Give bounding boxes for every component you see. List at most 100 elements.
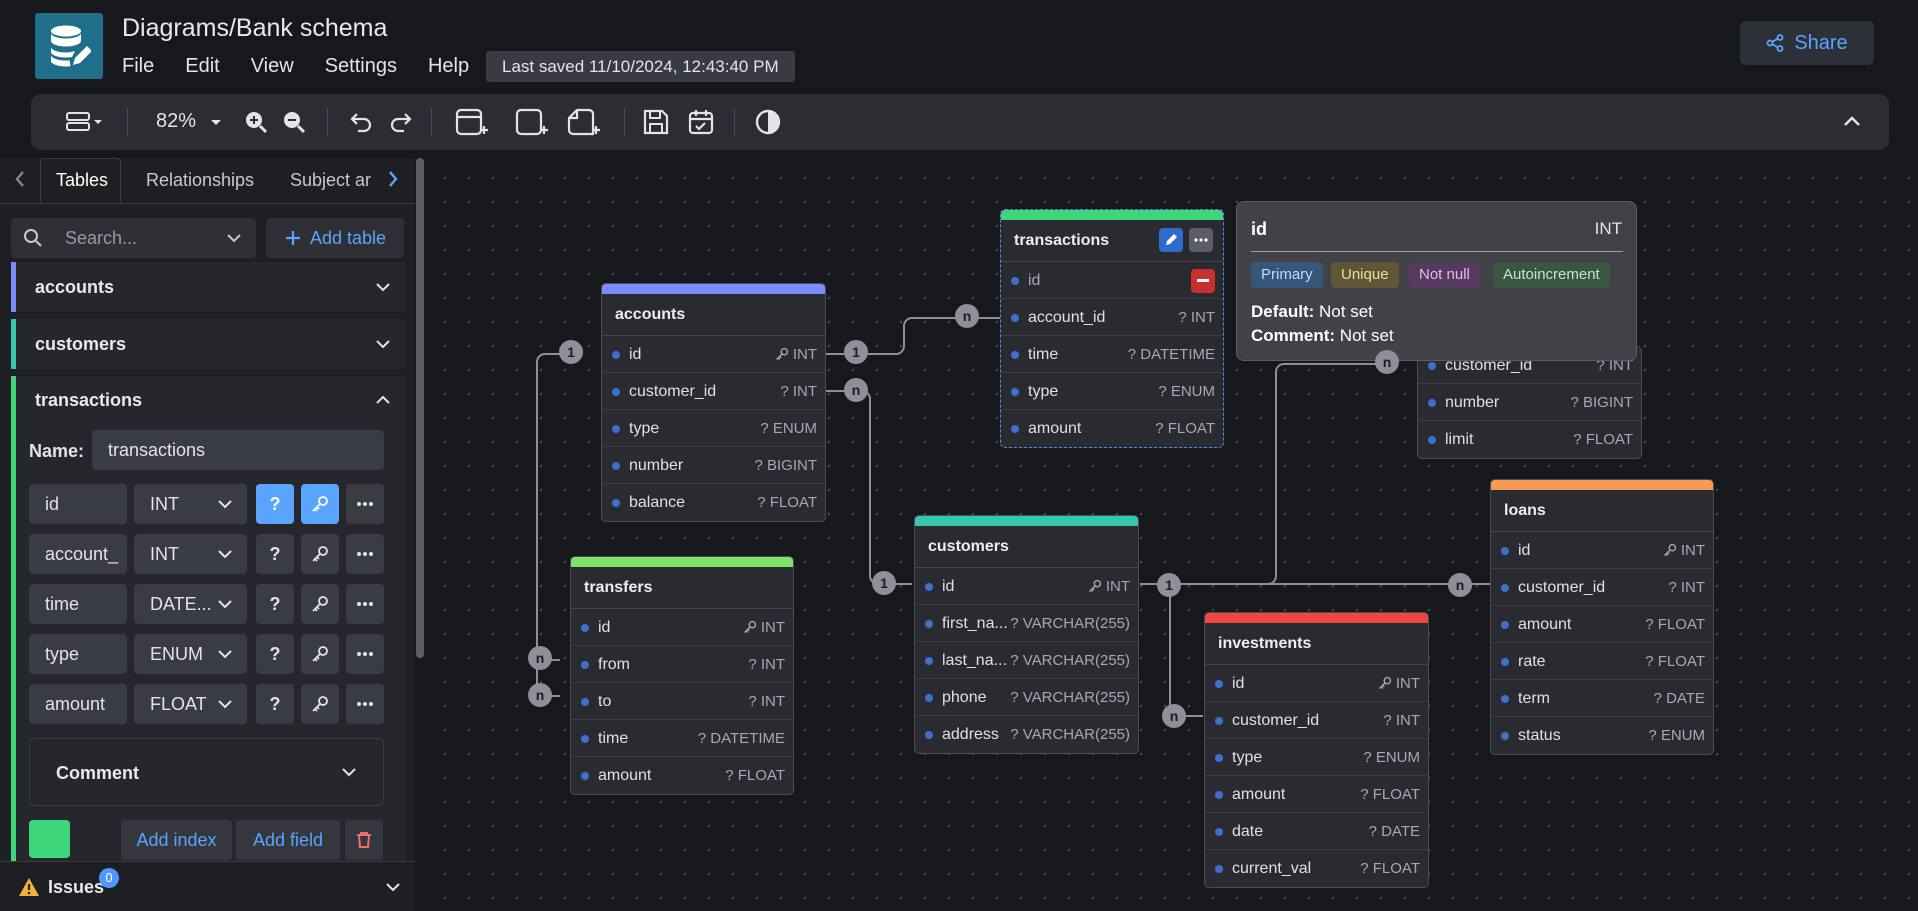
field-handle[interactable] — [1011, 277, 1019, 285]
delete-field-button[interactable] — [1191, 269, 1215, 293]
table-field-row[interactable]: status ? ENUM — [1491, 717, 1713, 754]
zoom-out-button[interactable] — [281, 108, 307, 136]
save-button[interactable] — [642, 108, 670, 136]
field-handle[interactable] — [1011, 314, 1019, 322]
table-field-row[interactable]: balance ? FLOAT — [602, 484, 825, 521]
field-handle[interactable] — [1011, 388, 1019, 396]
table-field-row[interactable]: type ? ENUM — [1001, 373, 1223, 410]
table-field-row[interactable]: customer_id ? INT — [1418, 347, 1641, 384]
delete-table-button[interactable] — [345, 820, 383, 860]
table-field-row[interactable]: to ? INT — [571, 683, 793, 720]
field-name-input[interactable]: time — [29, 584, 127, 624]
zoom-dropdown[interactable] — [209, 108, 223, 136]
field-handle[interactable] — [581, 624, 589, 632]
field-more-button[interactable] — [346, 534, 384, 574]
field-more-button[interactable] — [346, 584, 384, 624]
zoom-level[interactable]: 82% — [156, 110, 197, 132]
table-field-row[interactable]: id INT — [571, 609, 793, 646]
field-handle[interactable] — [1501, 621, 1509, 629]
field-handle[interactable] — [612, 499, 620, 507]
tab-subject-areas[interactable]: Subject ar — [290, 170, 372, 190]
table-field-row[interactable]: first_na... ? VARCHAR(255) — [915, 605, 1138, 642]
menu-edit[interactable]: Edit — [185, 55, 220, 77]
edit-table-button[interactable] — [1159, 228, 1183, 252]
table-field-row[interactable]: id INT — [1491, 532, 1713, 569]
field-handle[interactable] — [612, 388, 620, 396]
table-field-row[interactable]: amount ? FLOAT — [1491, 606, 1713, 643]
table-card-accounts[interactable]: accounts id INT customer_id ? INT type ?… — [601, 283, 826, 522]
field-handle[interactable] — [612, 425, 620, 433]
field-name-input[interactable]: account_ — [29, 534, 127, 574]
field-more-button[interactable] — [346, 684, 384, 724]
field-handle[interactable] — [925, 731, 933, 739]
add-table-button[interactable]: Add table — [266, 218, 404, 258]
field-handle[interactable] — [925, 583, 933, 591]
primary-key-toggle[interactable] — [301, 584, 339, 624]
field-type-select[interactable]: INT — [134, 484, 247, 524]
sidebar-scrollbar[interactable] — [416, 158, 424, 658]
table-card-transactions[interactable]: transactions id account_id ? INT — [1000, 209, 1224, 448]
tab-relationships[interactable]: Relationships — [146, 170, 255, 190]
add-table-tool[interactable] — [455, 108, 489, 138]
comment-section[interactable]: Comment — [29, 738, 384, 806]
table-field-row[interactable]: account_id ? INT — [1001, 299, 1223, 336]
tabs-scroll-left[interactable] — [12, 168, 28, 190]
field-handle[interactable] — [1501, 658, 1509, 666]
field-handle[interactable] — [581, 661, 589, 669]
tabs-scroll-right[interactable] — [385, 168, 401, 190]
app-logo[interactable] — [35, 13, 103, 79]
field-handle[interactable] — [1215, 865, 1223, 873]
nullable-toggle[interactable]: ? — [256, 584, 294, 624]
zoom-in-button[interactable] — [243, 108, 269, 136]
table-field-row[interactable]: type ? ENUM — [602, 410, 825, 447]
table-field-row[interactable]: from ? INT — [571, 646, 793, 683]
field-name-input[interactable]: amount — [29, 684, 127, 724]
table-field-row[interactable]: time ? DATETIME — [571, 720, 793, 757]
share-button[interactable]: Share — [1740, 21, 1874, 65]
table-card-transfers[interactable]: transfers id INT from ? INT to ? INT — [570, 556, 794, 795]
primary-key-toggle[interactable] — [301, 634, 339, 674]
field-handle[interactable] — [612, 351, 620, 359]
field-handle[interactable] — [581, 698, 589, 706]
table-field-row[interactable]: id INT — [1205, 665, 1428, 702]
menu-settings[interactable]: Settings — [324, 55, 397, 77]
field-type-select[interactable]: DATE... — [134, 584, 247, 624]
field-name-input[interactable]: type — [29, 634, 127, 674]
table-field-row[interactable]: number ? BIGINT — [1418, 384, 1641, 421]
tab-tables[interactable] — [40, 158, 121, 204]
primary-key-toggle[interactable] — [301, 684, 339, 724]
table-field-row[interactable]: address ? VARCHAR(255) — [915, 716, 1138, 753]
table-field-row[interactable]: limit ? FLOAT — [1418, 421, 1641, 458]
nullable-toggle[interactable]: ? — [256, 684, 294, 724]
table-field-row[interactable]: id — [1001, 262, 1223, 299]
field-handle[interactable] — [1011, 351, 1019, 359]
diagram-title[interactable]: Diagrams/Bank schema — [122, 14, 388, 42]
undo-button[interactable] — [349, 108, 375, 136]
field-handle[interactable] — [925, 694, 933, 702]
table-field-row[interactable]: customer_id ? INT — [602, 373, 825, 410]
redo-button[interactable] — [387, 108, 413, 136]
field-type-select[interactable]: INT — [134, 534, 247, 574]
issues-panel[interactable]: Issues 0 — [0, 861, 415, 911]
nullable-toggle[interactable]: ? — [256, 484, 294, 524]
sidebar-item-accounts[interactable]: accounts — [11, 262, 406, 312]
add-note-tool[interactable] — [567, 108, 601, 138]
table-field-row[interactable]: amount ? FLOAT — [1205, 776, 1428, 813]
field-handle[interactable] — [1428, 436, 1436, 444]
field-handle[interactable] — [1501, 695, 1509, 703]
tasks-button[interactable] — [687, 108, 715, 136]
field-handle[interactable] — [1501, 547, 1509, 555]
table-field-row[interactable]: date ? DATE — [1205, 813, 1428, 850]
table-field-row[interactable]: customer_id ? INT — [1491, 569, 1713, 606]
tab-tables-label[interactable]: Tables — [56, 170, 109, 190]
nullable-toggle[interactable]: ? — [256, 634, 294, 674]
table-field-row[interactable]: current_val ? FLOAT — [1205, 850, 1428, 887]
table-card-loans[interactable]: loans id INT customer_id ? INT amount ? … — [1490, 479, 1714, 755]
field-handle[interactable] — [1215, 754, 1223, 762]
table-field-row[interactable]: id INT — [915, 568, 1138, 605]
table-card-cards[interactable]: customer_id ? INT number ? BIGINT limit … — [1417, 346, 1642, 459]
table-name-input[interactable]: transactions — [92, 430, 384, 470]
field-handle[interactable] — [1215, 791, 1223, 799]
nullable-toggle[interactable]: ? — [256, 534, 294, 574]
add-index-button[interactable]: Add index — [121, 820, 232, 860]
